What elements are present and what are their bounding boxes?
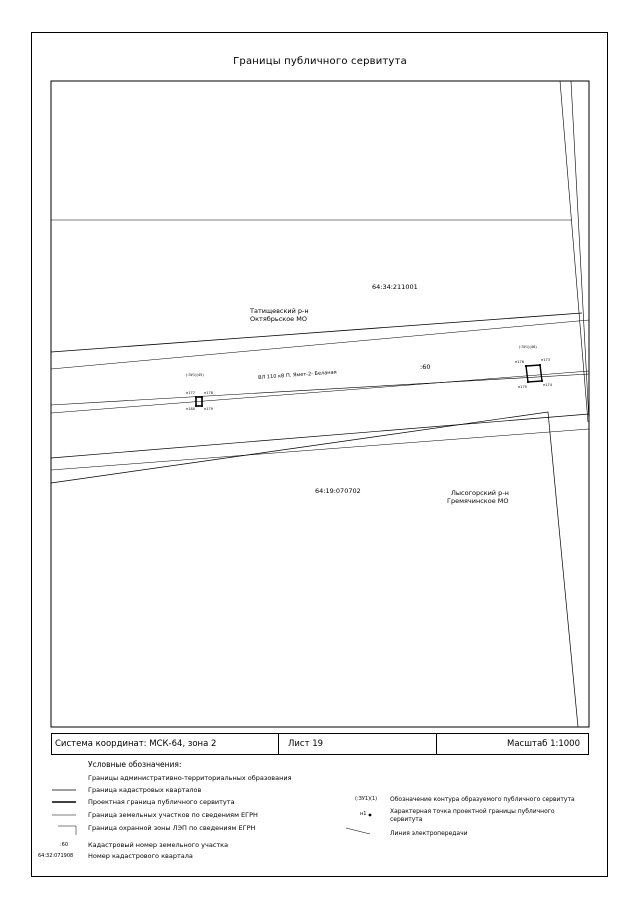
parcel-boundary-1 [50,413,590,459]
legend-symbol-contour: (:ЗУ1)(1) [355,796,378,802]
point-n177 [195,396,197,398]
protection-zone-upper [50,319,590,370]
legend-quarter: Граница кадастровых кварталов [88,786,202,794]
point-n175 [526,380,530,384]
legend-admin: Границы административно-территориальных … [88,774,292,782]
right-boundary-outer [559,80,589,423]
legend-symbol-power-line [345,827,371,835]
mo-label-b: Гремячинское МО [447,497,509,505]
admin-boundary [50,312,583,353]
legend-parcels: Граница земельных участков по сведениям … [88,811,258,819]
sheet-frame [31,32,608,877]
protection-zone-lower [50,370,590,414]
legend-servitude: Проектная граница публичного сервитута [88,798,235,806]
point-n180 [195,405,197,407]
legend-title: Условные обозначения: [88,760,182,769]
map-title: Границы публичного сервитута [233,56,407,67]
point-label-n179: н179 [204,407,213,411]
legend-zone: Граница охранной зоны ЛЭП по сведениям Е… [88,824,256,832]
legend-contour: Обозначение контура образуемого публично… [390,796,575,803]
sheet-number: Лист 19 [288,739,324,749]
title-block-divider-1 [278,733,279,755]
title-block-divider-2 [436,733,437,755]
point-n178 [201,396,203,398]
title-block: Система координат: МСК-64, зона 2 Лист 1… [51,733,589,755]
quarter-label-top: 64:34:211001 [372,283,418,291]
quarter-boundary-lower [50,411,579,728]
district-label-b: Лысогорский р-н [451,489,509,497]
district-label-a: Татищевский р-н [250,307,309,315]
legend-symbol-point [368,813,372,817]
legend-symbol-quarter-number: 64:32:071908 [38,853,74,859]
mo-label-a: Октябрьское МО [250,315,307,323]
legend-point: Характерная точка проектной границы публ… [390,808,555,823]
point-label-n175: н175 [518,385,527,389]
point-label-n178: н178 [204,391,213,395]
contour-left-marker [195,396,203,407]
point-n176 [524,364,528,368]
legend-symbol-parcel: :60 [60,842,69,848]
point-n179 [201,405,203,407]
point-label-n180: н180 [186,407,195,411]
point-label-n176: н176 [515,360,524,364]
parcel-number-label: :60 [420,363,431,371]
coordinate-system: Система координат: МСК-64, зона 2 [55,739,217,749]
point-n173 [538,363,542,367]
point-n174 [540,379,544,383]
power-line [50,373,590,406]
legend-symbol-point-label: н1 [360,811,367,817]
map-scale: Масштаб 1:1000 [507,739,581,749]
point-label-n173: н173 [541,358,550,362]
legend-quarter-number: Номер кадастрового квартала [88,852,193,860]
quarter-label-bottom: 64:19:070702 [315,487,361,495]
contour-label-right: (:ЗУ1)(46) [519,345,537,349]
legend-power-line: Линия электропередачи [390,830,468,837]
map-frame [50,80,590,728]
parcel-boundary-2 [50,428,590,471]
point-label-n177: н177 [186,391,195,395]
point-label-n174: н174 [543,383,552,387]
contour-label-left: (:ЗУ1)(45) [186,373,204,377]
legend-symbol-zone [58,825,77,835]
right-boundary-inner [570,80,590,423]
legend-parcel-number: Кадастровый номер земельного участка [88,841,229,849]
